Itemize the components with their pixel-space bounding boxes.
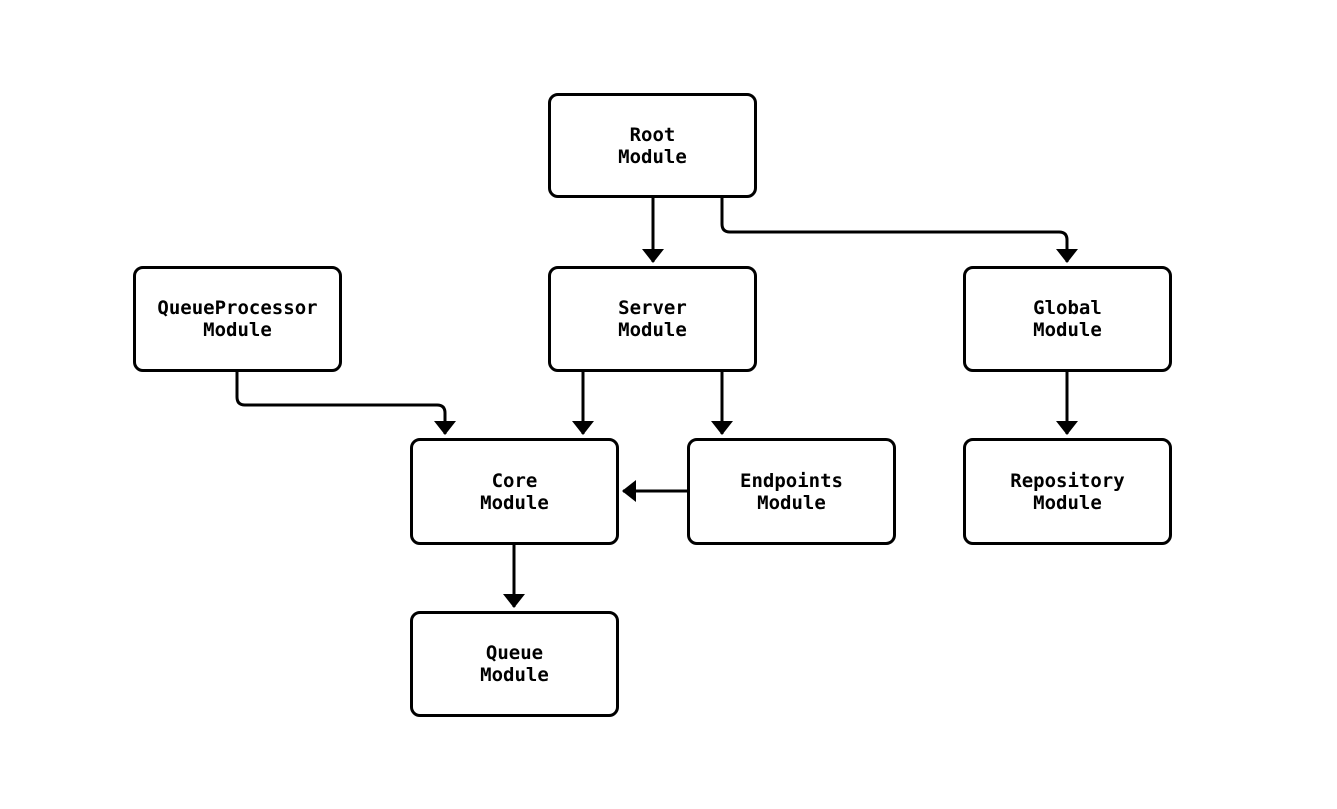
node-label-line2: Module bbox=[618, 319, 687, 341]
node-label-line1: Queue bbox=[485, 642, 544, 664]
node-label-line1: Root bbox=[629, 123, 676, 146]
node-label-line2: Module bbox=[1033, 491, 1102, 514]
node-label-line2: Module bbox=[1033, 319, 1102, 341]
node-queue-module: Queue Module bbox=[410, 611, 619, 717]
node-core-module: Core Module bbox=[410, 438, 619, 545]
node-label-line1: Core bbox=[491, 469, 538, 492]
node-label-line1: QueueProcessor bbox=[157, 297, 318, 319]
node-endpoints-module: Endpoints Module bbox=[687, 438, 896, 545]
node-label-line1: Server bbox=[618, 297, 687, 319]
node-label-line1: Global bbox=[1033, 297, 1102, 319]
node-server-module: Server Module bbox=[548, 266, 757, 372]
edge-queueprocessor-to-core bbox=[235, 372, 456, 435]
node-label-line2: Module bbox=[757, 491, 826, 514]
node-root-module: Root Module bbox=[548, 93, 757, 198]
node-global-module: Global Module bbox=[963, 266, 1172, 372]
node-label-line2: Module bbox=[203, 319, 272, 341]
node-queueprocessor-module: QueueProcessor Module bbox=[133, 266, 342, 372]
node-label-line1: Repository bbox=[1010, 469, 1125, 492]
node-label-line2: Module bbox=[480, 491, 549, 514]
node-label-line2: Module bbox=[480, 664, 549, 686]
node-label-line1: Endpoints bbox=[740, 469, 843, 492]
node-label-line2: Module bbox=[618, 145, 687, 168]
node-repository-module: Repository Module bbox=[963, 438, 1172, 545]
edge-root-to-global bbox=[720, 198, 1078, 263]
